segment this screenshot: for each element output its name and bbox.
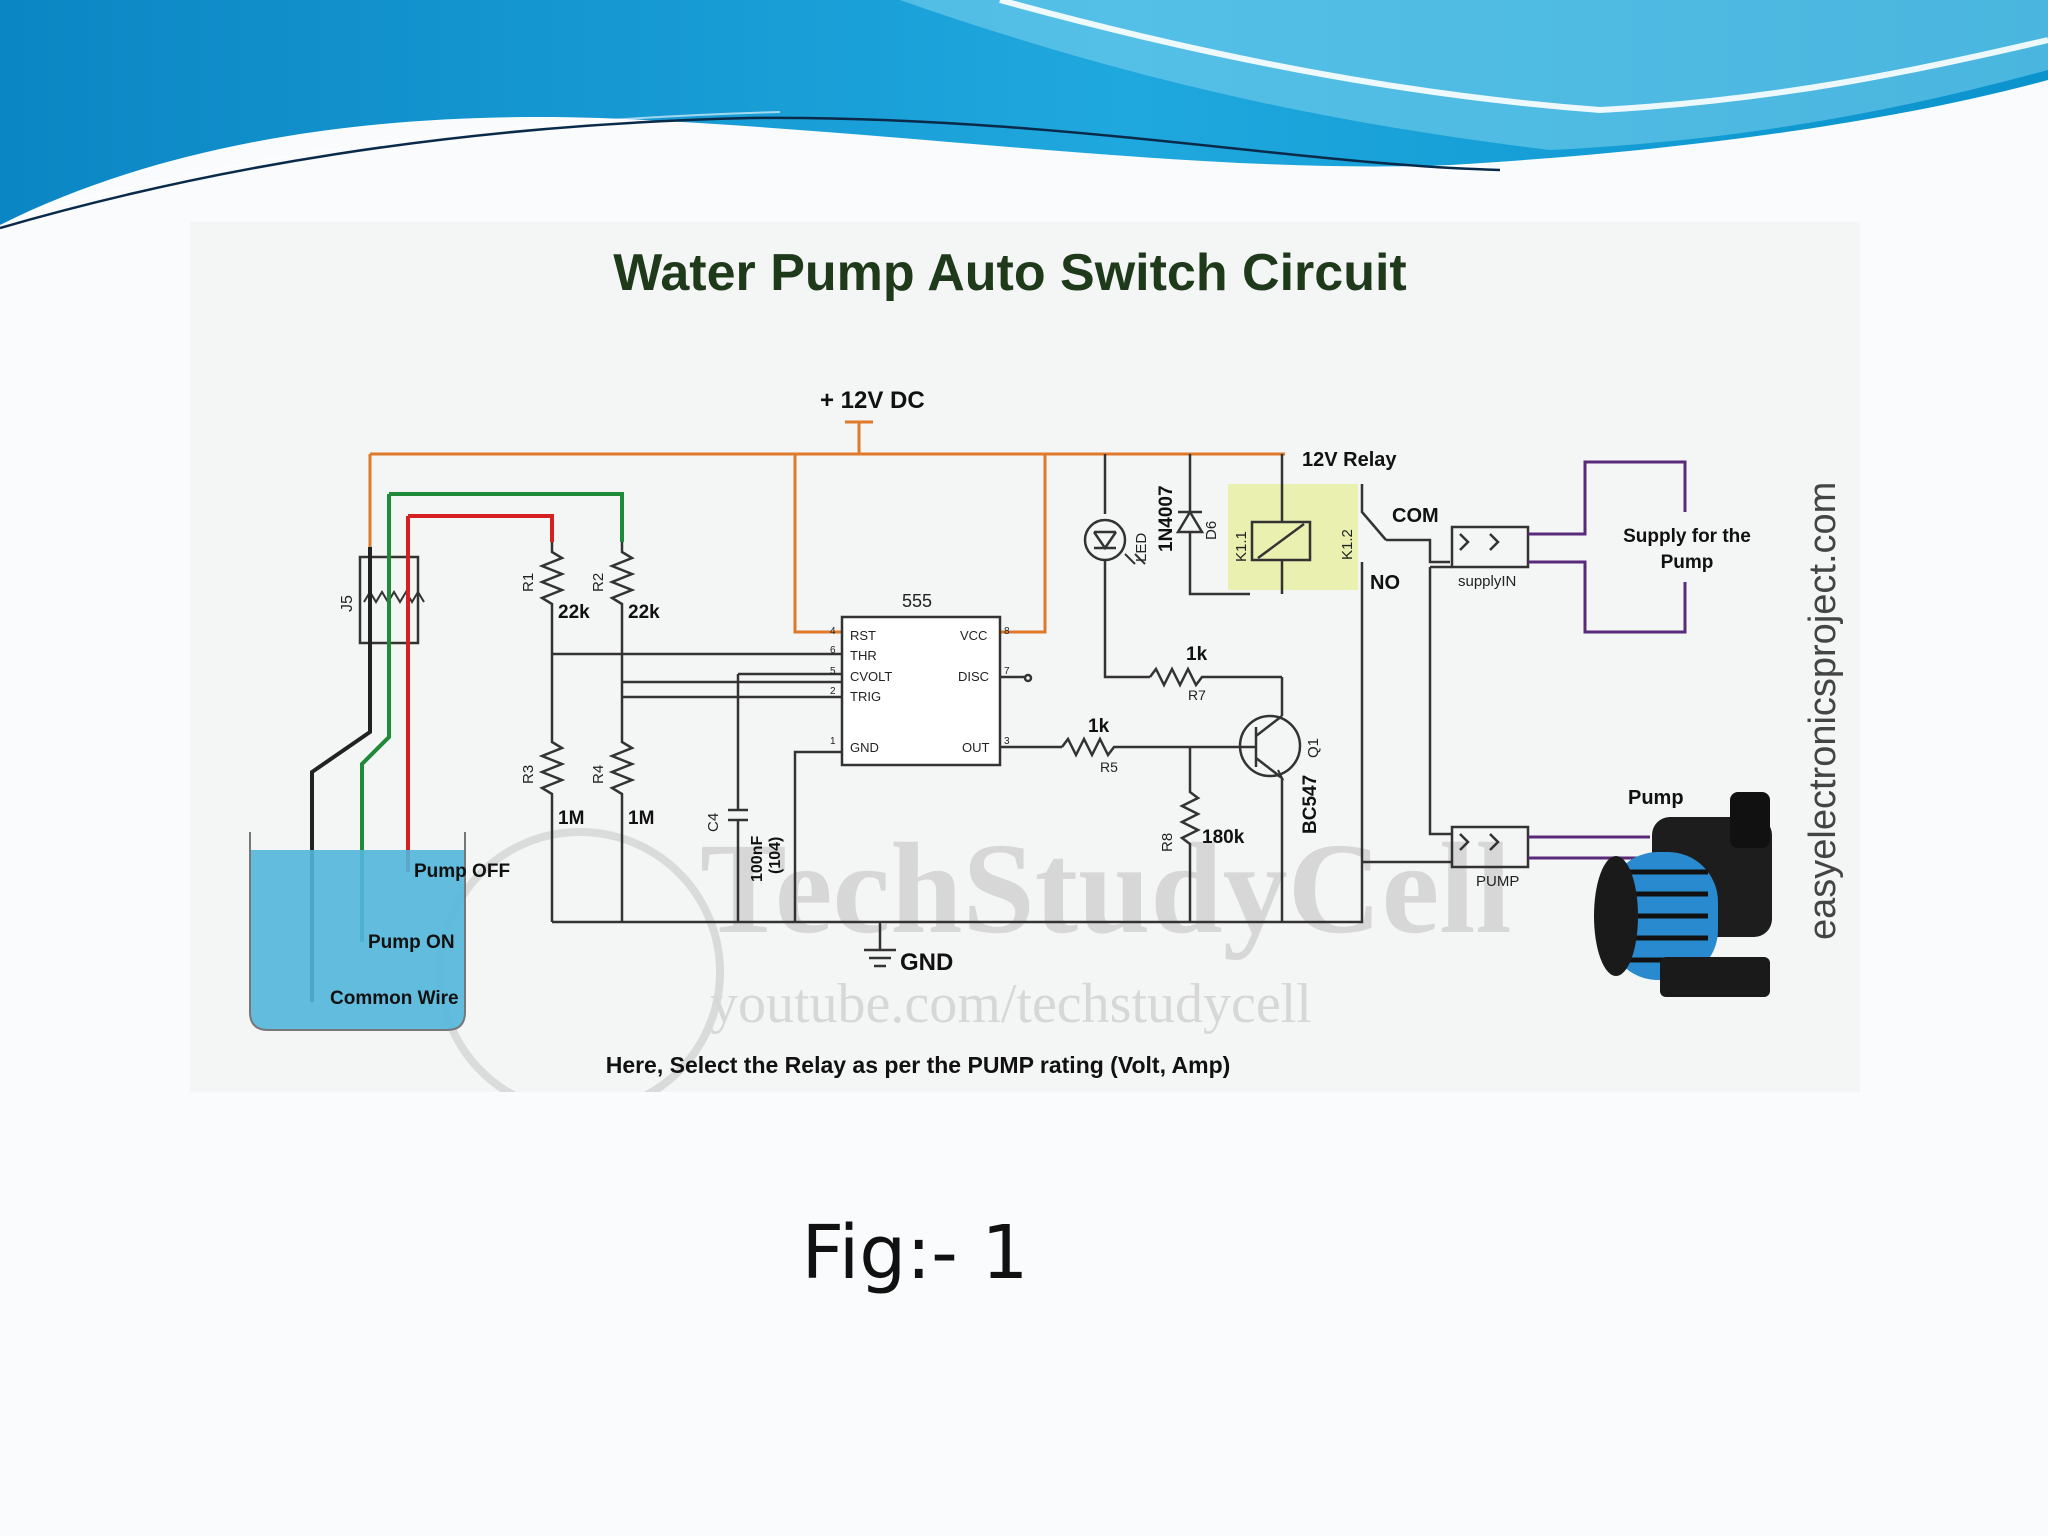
watermark-url: youtube.com/techstudycell (710, 973, 1312, 1035)
resistor-network (538, 542, 1285, 924)
relay-title: 12V Relay (1302, 449, 1397, 471)
ic-pin-num-4: 4 (830, 626, 836, 637)
tank-pump-on: Pump ON (368, 932, 455, 953)
ic-555 (840, 615, 1002, 767)
figure-caption: Fig:- 1 (801, 1210, 1029, 1296)
ic-pin-cvolt: CVOLT (850, 669, 892, 684)
resistor-r8 (1179, 747, 1201, 922)
led-branch (1083, 454, 1282, 688)
ic-pin-thr: THR (850, 648, 877, 663)
resistor-r5 (1061, 736, 1190, 758)
r4-ref: R4 (590, 765, 607, 784)
pump-image (1594, 792, 1772, 997)
relay-no: NO (1370, 572, 1400, 594)
r3-value: 1M (558, 808, 584, 829)
led-ref: LED (1133, 533, 1150, 562)
side-website-text: easyelectronicsproject.com (1802, 482, 1844, 940)
connector-j5-label: J5 (339, 595, 356, 612)
ic-pin-gnd: GND (850, 740, 879, 755)
r8-value: 180k (1202, 827, 1245, 848)
tank-pump-off: Pump OFF (414, 861, 510, 882)
relay-highlight (1228, 484, 1358, 590)
ic-name: 555 (902, 591, 932, 611)
pump-terminal-label: PUMP (1476, 873, 1519, 890)
ic-pin-num-6: 6 (830, 645, 836, 656)
pump-purple-wires (1528, 835, 1650, 860)
ic-pin-rst: RST (850, 628, 876, 643)
pump-label: Pump (1628, 787, 1684, 809)
water-tank (249, 832, 466, 1031)
ic-pin-num-7: 7 (1004, 666, 1010, 677)
ic-wiring (622, 673, 1062, 922)
r1-value: 22k (558, 602, 590, 623)
ic-pin-num-3: 3 (1004, 736, 1010, 747)
ic-pin-num-8: 8 (1004, 626, 1010, 637)
transistor-q1 (1190, 677, 1302, 922)
ic-pin-num-2: 2 (830, 686, 836, 697)
relay-switch (1285, 484, 1450, 924)
supply-rail (368, 420, 1285, 634)
wire-red (406, 514, 554, 872)
ic-pin-num-1: 1 (830, 736, 836, 747)
q1-ref: Q1 (1305, 738, 1322, 758)
supply-terminal (1430, 525, 1530, 569)
slide-header-waves (0, 0, 2048, 230)
c4-ref: C4 (705, 813, 722, 832)
capacitor-c4 (728, 672, 842, 922)
diode-value: 1N4007 (1156, 485, 1177, 552)
supply-box-line1: Supply for the (1623, 526, 1751, 547)
r7-ref: R7 (1188, 687, 1206, 703)
ic-pin-trig: TRIG (850, 689, 881, 704)
r8-ref: R8 (1159, 833, 1176, 852)
diagram-title: Water Pump Auto Switch Circuit (613, 244, 1407, 302)
c4-value: 100nF (749, 836, 766, 882)
r5-ref: R5 (1100, 759, 1118, 775)
r7-value: 1k (1186, 644, 1208, 665)
r1-ref: R1 (520, 573, 537, 592)
r4-value: 1M (628, 808, 654, 829)
supply-label: + 12V DC (820, 387, 925, 414)
ic-pin-num-5: 5 (830, 666, 836, 677)
relay-coil (1250, 454, 1312, 594)
q1-value: BC547 (1300, 775, 1321, 834)
ic-pin-disc: DISC (958, 669, 989, 684)
ground-label: GND (900, 949, 953, 976)
watermark-brand: TechStudyCell (700, 817, 1511, 961)
relay-com: COM (1392, 505, 1439, 527)
watermark: TechStudyCell youtube.com/techstudycell (436, 817, 1511, 1092)
r3-ref: R3 (520, 765, 537, 784)
ic-pin-vcc: VCC (960, 628, 987, 643)
supply-terminal-label: supplyIN (1458, 573, 1516, 590)
diode-ref: D6 (1203, 521, 1220, 540)
r2-ref: R2 (590, 573, 607, 592)
supply-box-line2: Pump (1661, 552, 1714, 573)
ground-symbol (864, 922, 896, 968)
tank-common-wire: Common Wire (330, 988, 459, 1009)
relay-coil-ref: K1.1 (1233, 531, 1250, 562)
pump-terminal (1362, 567, 1530, 869)
relay-note: Here, Select the Relay as per the PUMP r… (606, 1052, 1231, 1078)
c4-value2: (104) (767, 837, 784, 874)
diode-d6 (1175, 454, 1250, 596)
r5-value: 1k (1088, 716, 1110, 737)
supply-purple-wires (1528, 460, 1687, 634)
r2-value: 22k (628, 602, 660, 623)
relay-switch-ref: K1.2 (1339, 529, 1356, 560)
circuit-schematic: Water Pump Auto Switch Circuit TechStudy… (190, 222, 1860, 1092)
ic-pin-out: OUT (962, 740, 990, 755)
